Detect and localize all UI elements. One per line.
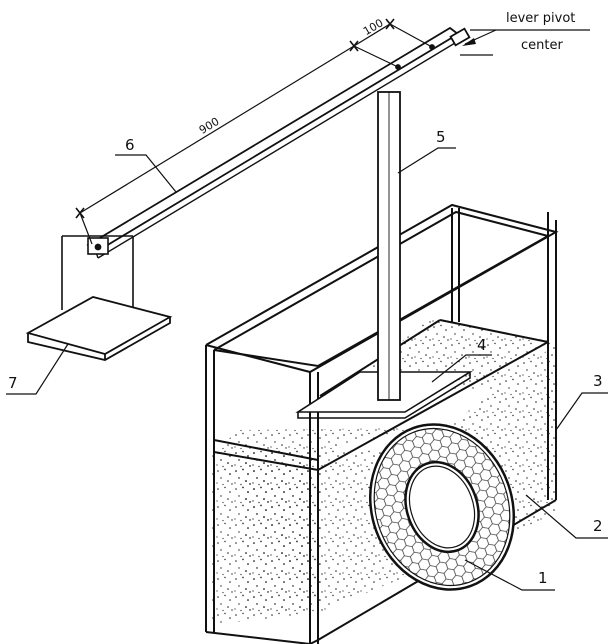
dimension-text-900: 900	[197, 115, 222, 137]
pivot-label-line2: center	[521, 38, 563, 53]
part-label-2: 2	[593, 517, 603, 535]
part-label-1: 1	[538, 569, 548, 587]
part-label-5: 5	[436, 128, 446, 146]
part-label-3: 3	[593, 372, 603, 390]
part-label-6: 6	[125, 136, 135, 154]
leader-lines	[6, 147, 608, 591]
lever-arm	[86, 26, 471, 259]
part-label-7: 7	[8, 374, 18, 392]
part-label-4: 4	[477, 336, 487, 354]
dimension-lines	[75, 18, 433, 245]
weight-pan	[25, 296, 173, 361]
load-column	[377, 91, 401, 401]
weight-hanger	[61, 235, 134, 310]
pivot-annotation: lever pivot center	[460, 11, 590, 56]
dimension-label-900: 900	[197, 115, 222, 137]
pivot-label-line1: lever pivot	[506, 11, 575, 26]
tunnel-lining	[368, 423, 516, 591]
